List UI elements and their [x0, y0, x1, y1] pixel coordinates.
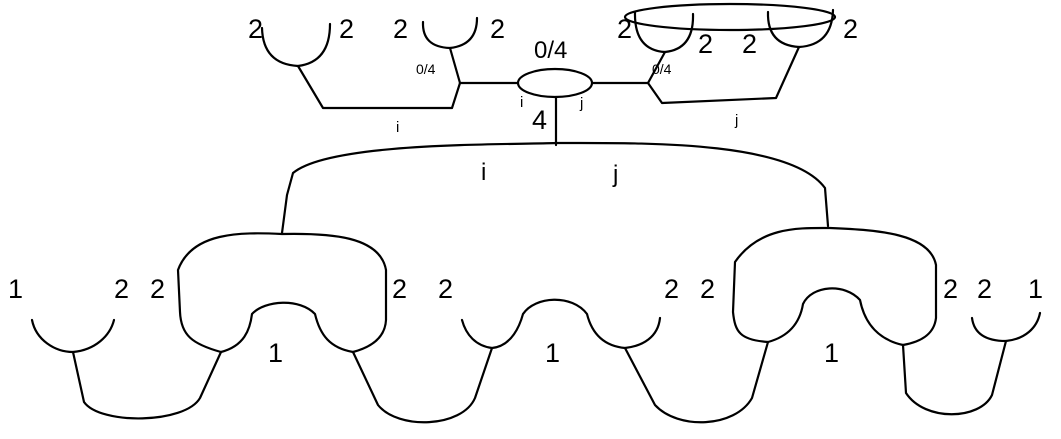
- label-bottom-8: 2: [943, 274, 958, 304]
- label-inner-left: 1: [268, 338, 283, 368]
- bottom-right-cup: [970, 311, 1042, 343]
- label-top-left-ratio: 0/4: [416, 61, 436, 77]
- bottom-connector-middle-right: [623, 340, 770, 424]
- top-left-inner-cup: [421, 16, 479, 50]
- label-mid-j: j: [612, 161, 618, 188]
- label-center-i: i: [520, 94, 523, 111]
- label-bottom-7: 2: [700, 274, 715, 304]
- label-top-left-c: 2: [393, 14, 408, 44]
- right-horseshoe-inner: [766, 287, 905, 347]
- label-top-left-b: 2: [339, 14, 354, 44]
- label-bottom-6: 2: [664, 274, 679, 304]
- label-top-left-index: i: [396, 119, 399, 136]
- label-top-left-d: 2: [490, 14, 505, 44]
- label-top-right-c: 2: [742, 29, 757, 59]
- label-top-right-b: 2: [698, 29, 713, 59]
- label-bottom-2: 2: [114, 274, 129, 304]
- top-left-outer-cup: [260, 22, 332, 68]
- label-center-ratio: 0/4: [534, 37, 567, 64]
- label-bottom-1: 1: [8, 274, 23, 304]
- top-left-lower-arc: [296, 64, 462, 110]
- bottom-connector-right: [901, 339, 1008, 416]
- label-bottom-4: 2: [392, 274, 407, 304]
- label-top-right-ratio: 0/4: [652, 61, 672, 77]
- top-right-cup-left: [633, 10, 695, 54]
- bottom-left-bottom-connector: [71, 350, 223, 420]
- label-top-right-d: 2: [843, 14, 858, 44]
- label-top-right-a: 2: [617, 14, 632, 44]
- label-bottom-10: 1: [1028, 274, 1043, 304]
- top-right-lower-arc: [646, 45, 801, 105]
- label-mid-i: i: [481, 159, 486, 186]
- label-bottom-3: 2: [150, 274, 165, 304]
- label-top-right-index: j: [734, 112, 738, 129]
- label-bottom-5: 2: [438, 274, 453, 304]
- bottom-left-cup: [30, 318, 116, 354]
- center-ellipse: [516, 67, 594, 99]
- right-horseshoe-outer: [731, 226, 938, 347]
- label-center-j: j: [579, 95, 583, 112]
- middle-arch: [280, 141, 830, 235]
- left-horseshoe-outer: [176, 232, 388, 354]
- middle-bump: [460, 298, 662, 350]
- label-inner-right: 1: [824, 338, 839, 368]
- top-left-stem: [448, 46, 462, 85]
- label-top-left-a: 2: [248, 14, 263, 44]
- top-right-stem: [646, 50, 667, 85]
- left-horseshoe-inner: [219, 301, 355, 354]
- label-inner-mid: 1: [545, 338, 560, 368]
- bottom-connector-left-middle: [351, 346, 494, 424]
- label-center-value: 4: [532, 105, 547, 135]
- top-right-large-ellipse: [623, 2, 837, 32]
- label-bottom-9: 2: [977, 274, 992, 304]
